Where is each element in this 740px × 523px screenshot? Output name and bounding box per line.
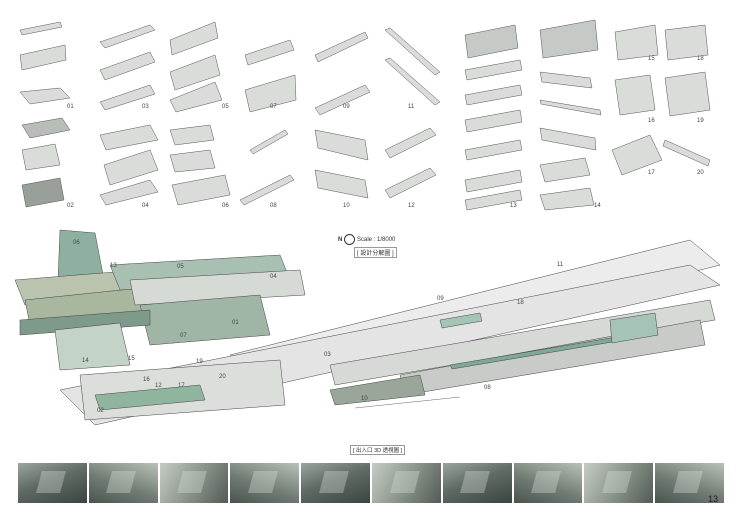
- plan-label: 10: [361, 396, 368, 402]
- exploded-label: 19: [697, 118, 704, 124]
- north-arrow-label: N: [338, 237, 343, 243]
- plan-label: 11: [557, 262, 564, 268]
- exploded-label: 10: [343, 203, 350, 209]
- perspective-thumbnail: [442, 463, 512, 503]
- exploded-label: 13: [510, 203, 517, 209]
- plan-label: 09: [437, 296, 444, 302]
- axonometric-plan-view: [14, 229, 721, 426]
- perspective-thumbnail-strip: [18, 463, 724, 503]
- exploded-label: 01: [67, 104, 74, 110]
- perspective-thumbnail: [584, 463, 654, 503]
- north-arrow-icon: [344, 234, 355, 245]
- perspective-thumbnail: [301, 463, 370, 503]
- exploded-label: 05: [222, 104, 229, 110]
- plan-label: 03: [324, 352, 331, 358]
- exploded-label: 12: [408, 203, 415, 209]
- page-number: 13: [708, 494, 719, 504]
- plan-label: 17: [178, 383, 185, 389]
- exploded-label: 08: [270, 203, 277, 209]
- exploded-label: 02: [67, 203, 74, 209]
- plan-label: 02: [97, 408, 104, 414]
- exploded-label: 17: [648, 170, 655, 176]
- plan-label: 04: [270, 274, 277, 280]
- exploded-label: 16: [648, 118, 655, 124]
- perspective-thumbnail: [371, 463, 441, 503]
- exploded-label: 06: [222, 203, 229, 209]
- exploded-label: 15: [648, 56, 655, 62]
- perspective-thumbnail: [88, 463, 158, 503]
- scale-text: Scale : 1/8000: [357, 237, 396, 243]
- perspective-thumbnail: [18, 463, 87, 503]
- exploded-label: 20: [697, 170, 704, 176]
- plan-label: 19: [196, 359, 203, 365]
- exploded-label: 14: [594, 203, 601, 209]
- exploded-label: 09: [343, 104, 350, 110]
- plan-label: 16: [143, 377, 150, 383]
- plan-label: 12: [155, 383, 162, 389]
- exploded-label: 11: [408, 104, 415, 110]
- perspective-thumbnail: [513, 463, 583, 503]
- plan-label: 07: [180, 333, 187, 339]
- exploded-label: 04: [142, 203, 149, 209]
- plan-label: 15: [128, 356, 135, 362]
- plan-label: 06: [73, 240, 80, 246]
- perspective-thumbnail: [230, 463, 300, 503]
- perspective-thumbnail: [159, 463, 229, 503]
- plan-label: 13: [110, 263, 117, 269]
- exploded-label: 18: [697, 56, 704, 62]
- scale-subtitle: [ 設計分解圖 ]: [354, 247, 397, 258]
- plan-label: 01: [232, 320, 239, 326]
- perspective-thumbnail: [655, 463, 724, 503]
- plan-label: 14: [82, 358, 89, 364]
- exploded-axonometric-diagrams: [19, 19, 711, 211]
- exploded-label: 03: [142, 104, 149, 110]
- plan-label: 08: [484, 385, 491, 391]
- perspective-caption: [ 出入口 3D 透視圖 ]: [350, 445, 406, 455]
- exploded-label: 07: [270, 104, 277, 110]
- plan-label: 18: [517, 300, 524, 306]
- plan-label: 05: [177, 264, 184, 270]
- plan-label: 20: [219, 374, 226, 380]
